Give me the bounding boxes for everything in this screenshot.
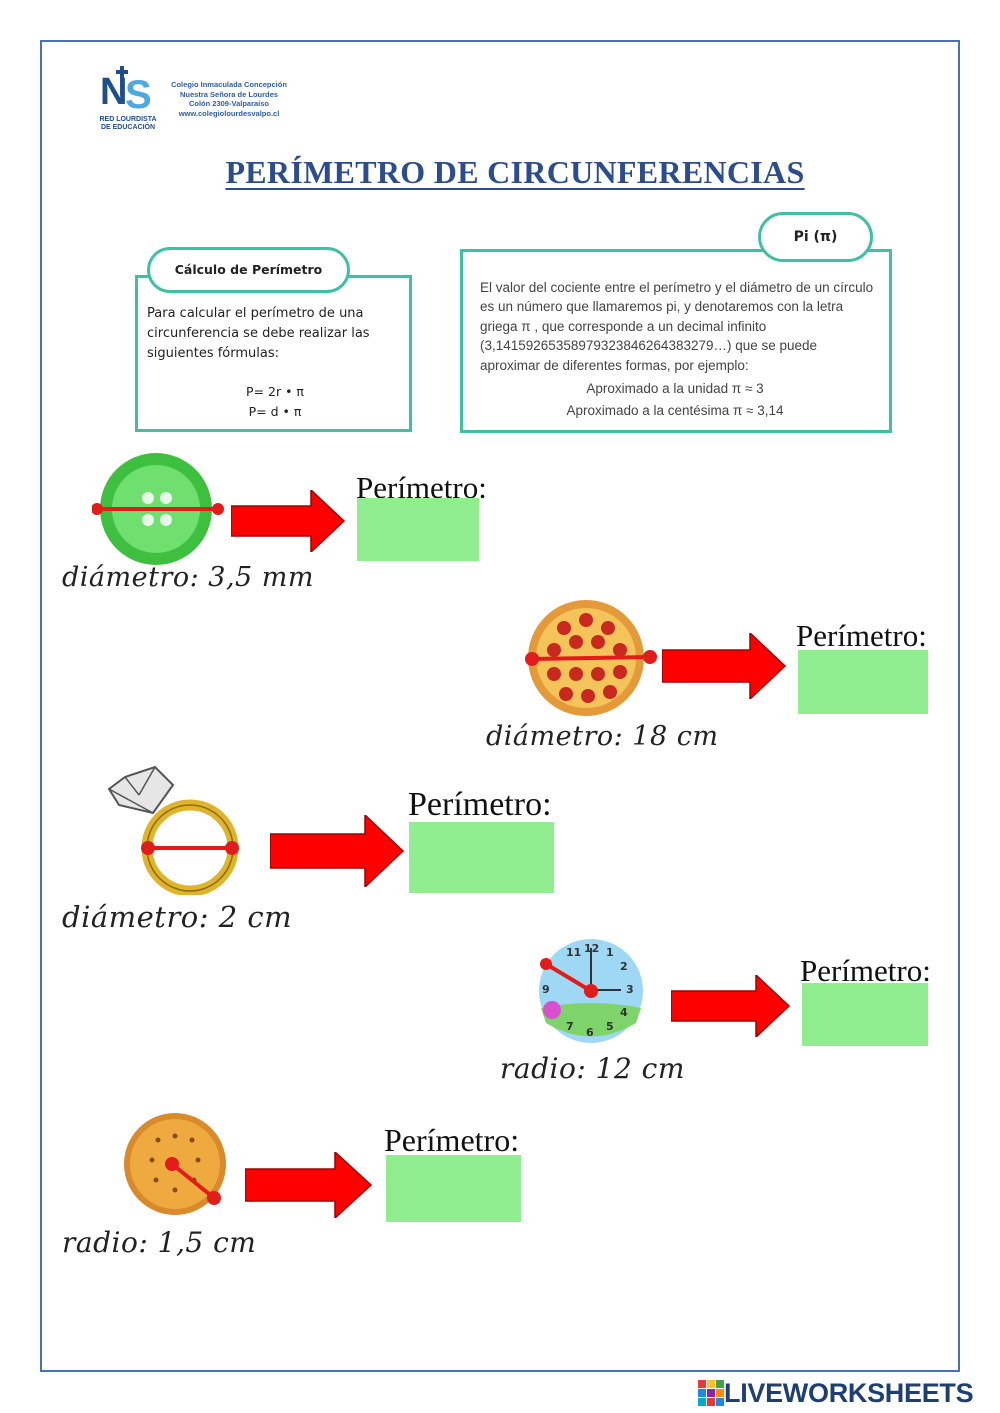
measure-label-pizza: diámetro: 18 cm <box>486 721 719 752</box>
button-icon <box>92 453 224 565</box>
arrow-icon <box>231 490 346 552</box>
perimeter-label: Perímetro: <box>384 1122 520 1158</box>
pi-box <box>460 249 892 433</box>
pi-box-tab: Pi (π) <box>758 212 873 262</box>
arrow-icon <box>245 1152 373 1218</box>
pizza-icon <box>525 600 657 716</box>
calc-box-text: Para calcular el perímetro de una circun… <box>147 306 370 361</box>
svg-text:3: 3 <box>626 983 634 996</box>
perimeter-label: Perímetro: <box>796 618 927 653</box>
school-info: Colegio Inmaculada Concepción Nuestra Se… <box>171 80 287 118</box>
svg-text:4: 4 <box>620 1006 628 1019</box>
clock-icon: 12111 234 567 89 <box>539 939 643 1043</box>
svg-text:S: S <box>125 73 152 117</box>
answer-field-clock[interactable] <box>802 983 928 1046</box>
liveworksheets-brand[interactable]: LIVEWORKSHEETS <box>698 1377 974 1408</box>
svg-text:5: 5 <box>606 1020 614 1033</box>
pi-approx-hundredth: Aproximado a la centésima π ≈ 3,14 <box>566 403 784 418</box>
measure-label-button: diámetro: 3,5 mm <box>62 562 315 593</box>
page-frame <box>40 40 960 1372</box>
answer-field-cracker[interactable] <box>386 1155 521 1222</box>
svg-text:9: 9 <box>542 983 550 996</box>
arrow-icon <box>662 633 787 699</box>
page-title: PERÍMETRO DE CIRCUNFERENCIAS <box>225 154 805 190</box>
perimeter-label: Perímetro: <box>800 953 931 988</box>
school-logo-icon: N S <box>100 66 152 117</box>
svg-text:6: 6 <box>586 1026 594 1039</box>
pi-box-text: El valor del cociente entre el perímetro… <box>480 280 874 373</box>
cracker-icon <box>124 1113 226 1215</box>
answer-field-ring[interactable] <box>409 822 554 893</box>
formula-radius: P= 2r • π <box>246 384 304 399</box>
svg-text:7: 7 <box>566 1020 574 1033</box>
answer-field-button[interactable] <box>357 498 479 561</box>
brand-text: LIVEWORKSHEETS <box>724 1377 974 1408</box>
pi-approx-unit: Aproximado a la unidad π ≈ 3 <box>586 381 764 396</box>
liveworksheets-logo-icon <box>698 1380 724 1406</box>
measure-label-cracker: radio: 1,5 cm <box>62 1226 257 1259</box>
svg-text:1: 1 <box>606 946 614 959</box>
measure-label-clock: radio: 12 cm <box>500 1052 685 1085</box>
svg-text:11: 11 <box>566 946 581 959</box>
ring-icon <box>107 765 239 895</box>
arrow-icon <box>270 815 405 887</box>
calc-box-tab: Cálculo de Perímetro <box>147 247 350 293</box>
answer-field-pizza[interactable] <box>798 650 928 714</box>
logo-caption: RED LOURDISTA DE EDUCACIÓN <box>99 116 157 131</box>
perimeter-label: Perímetro: <box>408 786 552 823</box>
measure-label-ring: diámetro: 2 cm <box>62 900 293 934</box>
arrow-icon <box>671 975 791 1037</box>
formula-diameter: P= d • π <box>248 404 302 419</box>
svg-text:2: 2 <box>620 960 628 973</box>
